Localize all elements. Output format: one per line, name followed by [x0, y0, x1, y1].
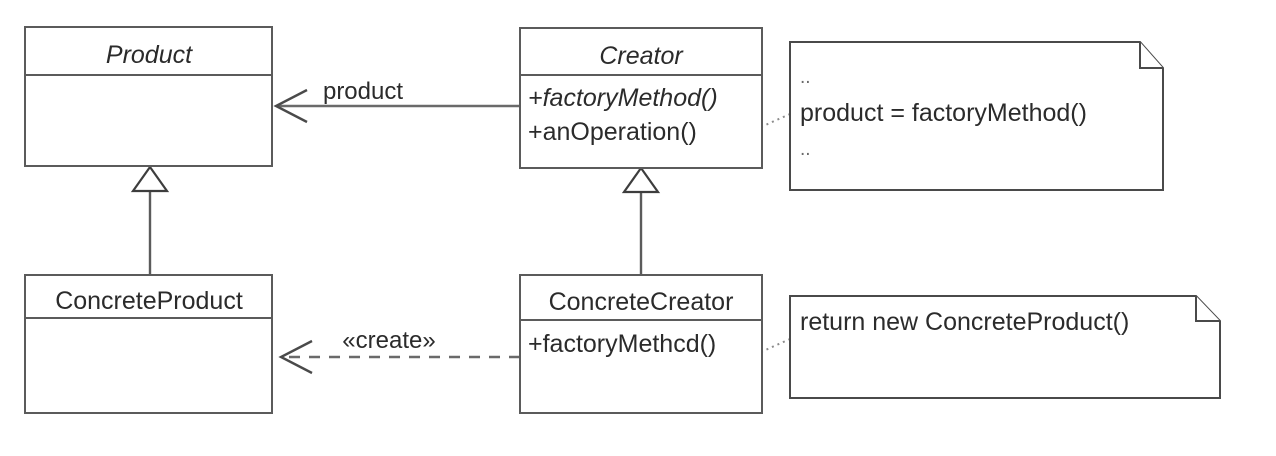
- class-member-factorymethod: +factoryMethcd(): [528, 330, 716, 358]
- note-connector-concrete-creator: [760, 338, 791, 353]
- note-concrete-creator[interactable]: return new ConcreteProduct(): [789, 295, 1221, 399]
- hollow-triangle-icon: [621, 166, 661, 194]
- note-line-1: return new ConcreteProduct(): [800, 308, 1129, 336]
- note-connector-creator: [760, 113, 791, 128]
- class-box-creator[interactable]: Creator +factoryMethod() +anOperation(): [519, 27, 763, 169]
- note-line-2: product = factoryMethod(): [800, 99, 1087, 127]
- relationship-concretecreator-creator-generalization[interactable]: [621, 166, 661, 275]
- class-box-concrete-creator[interactable]: ConcreteCreator +factoryMethcd(): [519, 274, 763, 414]
- open-arrowhead-icon: [278, 339, 313, 375]
- class-name-label: Creator: [599, 42, 684, 70]
- note-frame: [789, 41, 1164, 191]
- note-frame: [789, 295, 1221, 399]
- class-member-anoperation: +anOperation(): [528, 118, 697, 146]
- note-creator[interactable]: .. product = factoryMethod() ..: [789, 41, 1164, 191]
- class-name-label: ConcreteCreator: [549, 288, 734, 316]
- class-frame: [24, 26, 273, 167]
- class-frame: [24, 274, 273, 414]
- note-line-1: ..: [800, 67, 811, 88]
- class-frame: [519, 274, 763, 414]
- class-name-label: ConcreteProduct: [55, 287, 243, 315]
- association-label-product: product: [323, 78, 403, 105]
- relationship-concretecreator-concreteproduct-dependency[interactable]: «create»: [278, 327, 520, 375]
- hollow-triangle-icon: [130, 165, 170, 193]
- dependency-label-create: «create»: [342, 327, 435, 354]
- relationship-concreteproduct-product-generalization[interactable]: [130, 165, 170, 275]
- open-arrowhead-icon: [273, 88, 308, 124]
- class-member-factorymethod: +factoryMethod(): [528, 84, 718, 112]
- class-frame: [519, 27, 763, 169]
- note-line-3: ..: [800, 139, 811, 160]
- class-box-concrete-product[interactable]: ConcreteProduct: [24, 274, 273, 414]
- note-fold-corner-icon: [1139, 42, 1163, 69]
- relationship-creator-product-association[interactable]: product: [273, 78, 520, 124]
- class-name-label: Product: [106, 41, 193, 69]
- note-fold-corner-icon: [1195, 296, 1220, 322]
- class-box-product[interactable]: Product: [24, 26, 273, 167]
